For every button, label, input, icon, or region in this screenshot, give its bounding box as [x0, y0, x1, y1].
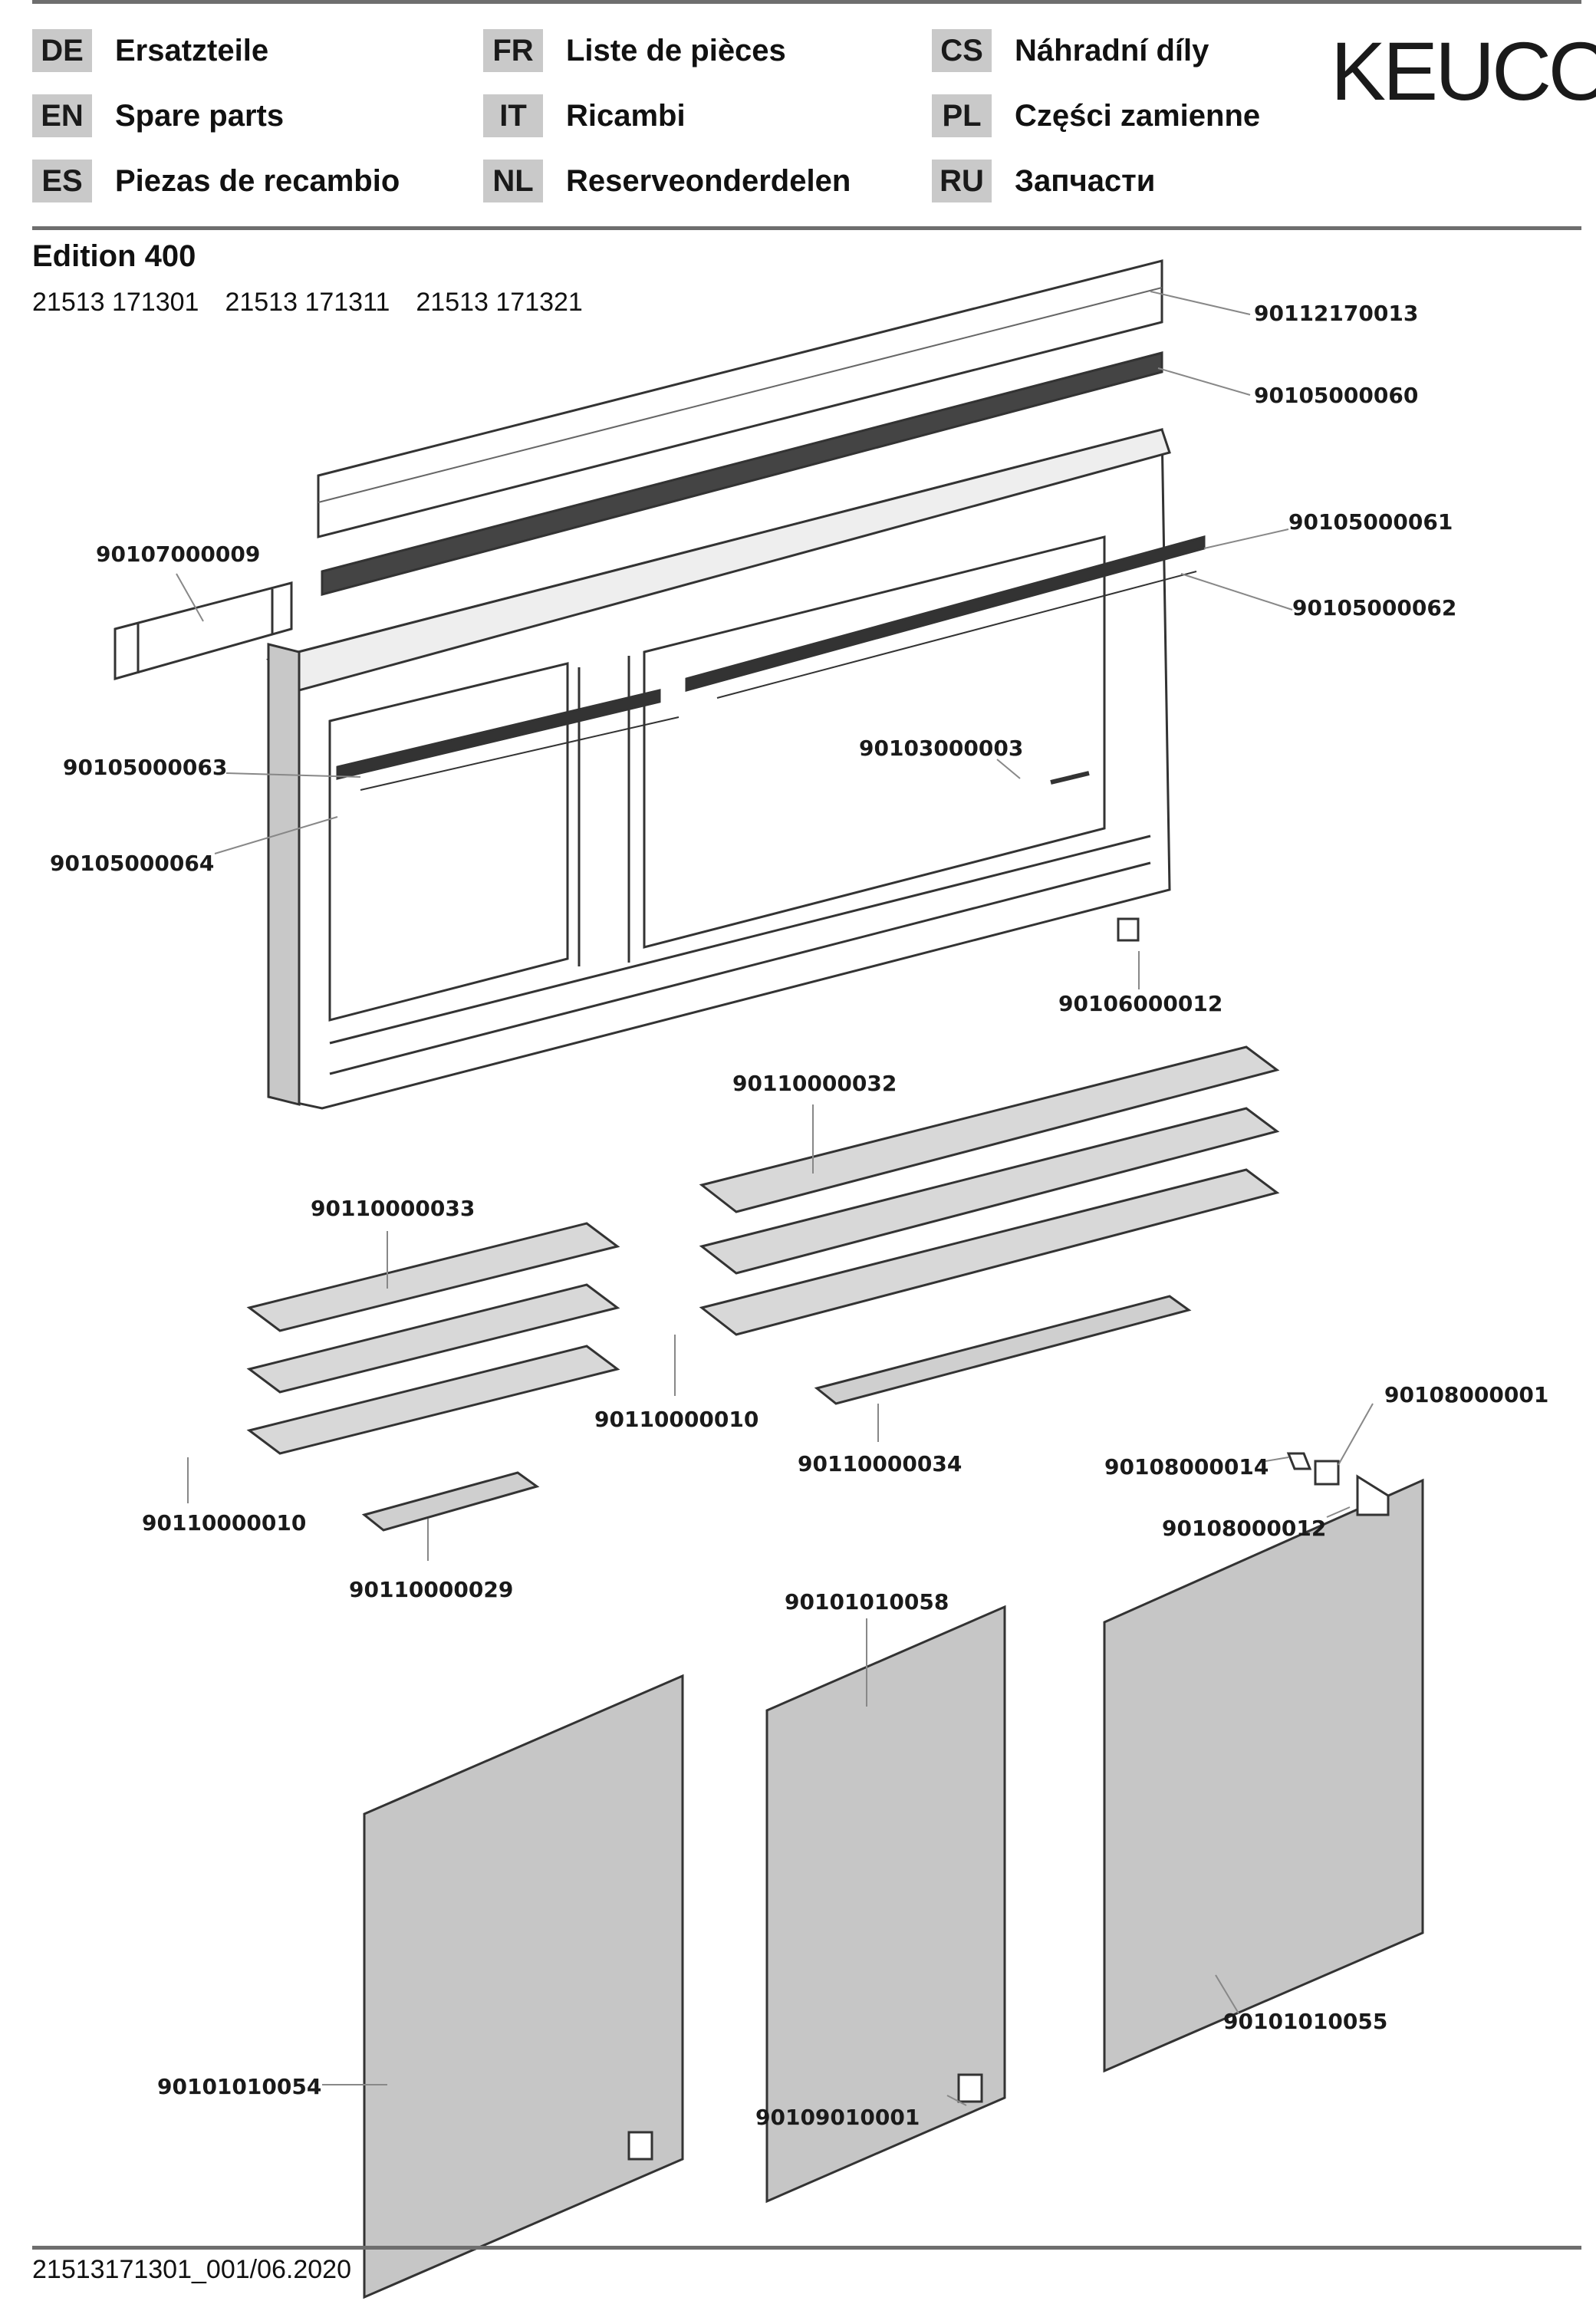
- article-number: 21513 171311: [225, 288, 390, 317]
- part-label: 90105000061: [1288, 509, 1453, 535]
- top-rail: [321, 351, 1163, 596]
- part-label: 90105000064: [50, 851, 214, 876]
- lang-pl: PL Części zamienne: [932, 94, 1261, 137]
- lang-label: Części zamienne: [1015, 98, 1261, 133]
- shelf-small-left: [361, 1471, 540, 1532]
- cabinet-inner-left: [328, 662, 569, 1022]
- header-rule: [32, 226, 1581, 230]
- lang-label: Ricambi: [566, 98, 686, 133]
- lang-code: ES: [32, 160, 92, 202]
- lang-cs: CS Náhradní díly: [932, 29, 1209, 72]
- lang-code: RU: [932, 160, 992, 202]
- shelf-long-1: [699, 1045, 1280, 1213]
- part-label: 90112170013: [1254, 301, 1418, 326]
- cabinet-inner-right: [643, 535, 1106, 949]
- lang-code: NL: [483, 160, 543, 202]
- cover-strip: [317, 259, 1163, 538]
- part-label: 90110000032: [732, 1071, 897, 1096]
- lang-code: FR: [483, 29, 543, 72]
- lang-label: Reserveonderdelen: [566, 163, 851, 198]
- part-label: 90110000010: [594, 1407, 759, 1432]
- cabinet-side-left: [267, 643, 301, 1106]
- top-rule: [32, 0, 1581, 4]
- lang-label: Liste de pièces: [566, 33, 786, 67]
- shelf-short-3: [246, 1345, 620, 1455]
- footer-rule: [32, 2246, 1581, 2250]
- part-label: 90110000029: [349, 1577, 513, 1602]
- part-label: 90101010058: [785, 1589, 949, 1615]
- lang-label: Piezas de recambio: [115, 163, 400, 198]
- part-label: 90109010001: [755, 2105, 920, 2130]
- shelf-long-3: [699, 1168, 1280, 1336]
- keuco-logo: KEUCO: [1331, 25, 1596, 117]
- part-label: 90108000012: [1162, 1516, 1326, 1541]
- shelf-short-2: [246, 1283, 620, 1394]
- part-label: 90107000009: [96, 542, 260, 567]
- article-number: 21513 171321: [416, 288, 583, 317]
- part-label: 90101010055: [1223, 2009, 1387, 2034]
- lang-en: EN Spare parts: [32, 94, 285, 137]
- lang-code: CS: [932, 29, 992, 72]
- product-title: Edition 400: [32, 239, 196, 273]
- door-middle: [765, 1605, 1006, 2204]
- lang-code: DE: [32, 29, 92, 72]
- lang-es: ES Piezas de recambio: [32, 160, 400, 202]
- part-label: 90101010054: [157, 2074, 321, 2099]
- lang-ru: RU Запчасти: [932, 160, 1156, 202]
- part-label: 90110000033: [311, 1196, 475, 1221]
- lang-fr: FR Liste de pièces: [483, 29, 786, 72]
- part-label: 90108000014: [1104, 1454, 1269, 1480]
- lang-label: Запчасти: [1015, 163, 1156, 198]
- shelf-small-right: [814, 1295, 1192, 1405]
- article-numbers: 21513 171301 21513 171311 21513 171321: [32, 288, 583, 318]
- part-label: 90105000062: [1292, 595, 1456, 621]
- part-label: 90110000010: [142, 1510, 306, 1536]
- lang-code: PL: [932, 94, 992, 137]
- lang-label: Ersatzteile: [115, 33, 269, 67]
- article-number: 21513 171301: [32, 288, 199, 317]
- lang-label: Spare parts: [115, 98, 285, 133]
- lang-label: Náhradní díly: [1015, 33, 1209, 67]
- part-label: 90105000063: [63, 755, 227, 780]
- part-label: 90108000001: [1384, 1382, 1548, 1407]
- lang-de: DE Ersatzteile: [32, 29, 269, 72]
- part-label: 90103000003: [859, 736, 1023, 761]
- lang-nl: NL Reserveonderdelen: [483, 160, 851, 202]
- rail-left: [336, 689, 661, 780]
- part-label: 90110000034: [798, 1451, 962, 1476]
- part-label: 90105000060: [1254, 383, 1418, 408]
- shelf-long-2: [699, 1107, 1280, 1275]
- light-cover: [114, 581, 293, 680]
- lang-it: IT Ricambi: [483, 94, 686, 137]
- part-label: 90106000012: [1058, 991, 1223, 1016]
- lang-code: EN: [32, 94, 92, 137]
- shelf-short-1: [246, 1222, 620, 1332]
- document-id: 21513171301_001/06.2020: [32, 2255, 351, 2284]
- door-left: [363, 1674, 684, 2299]
- lang-code: IT: [483, 94, 543, 137]
- door-right: [1103, 1478, 1424, 2073]
